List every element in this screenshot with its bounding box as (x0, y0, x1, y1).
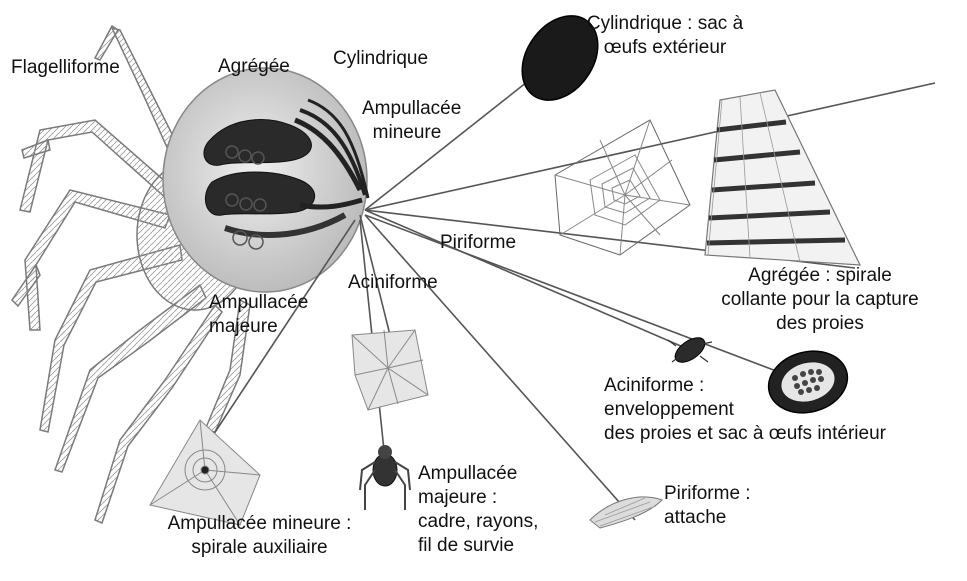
label-aciniforme: Aciniforme (348, 271, 438, 295)
function-ampullacee-mineure: Ampullacée mineure : spirale auxiliaire (147, 512, 372, 560)
label-ampullacee-majeure: Ampullacée majeure (209, 291, 308, 339)
function-cylindrique: Cylindrique : sac à œufs extérieur (567, 12, 763, 60)
label-piriforme: Piriforme (440, 231, 516, 255)
auxiliary-spiral-web (150, 420, 260, 525)
label-flagelliforme: Flagelliforme (11, 56, 120, 80)
small-orb-web (352, 330, 428, 410)
label-ampullacee-mineure: Ampullacée mineure (362, 97, 452, 145)
function-aciniforme: Aciniforme : enveloppement des proies et… (604, 374, 886, 446)
hanging-spider (360, 445, 410, 510)
function-piriforme: Piriforme : attache (664, 482, 751, 530)
label-agregee: Agrégée (218, 55, 290, 79)
label-cylindrique: Cylindrique (333, 47, 428, 71)
function-agregee: Agrégée : spirale collante pour la captu… (690, 264, 950, 336)
capture-spiral (705, 90, 860, 265)
function-ampullacee-majeure: Ampullacée majeure : cadre, rayons, fil … (418, 462, 538, 558)
attachment-disc (590, 497, 662, 528)
